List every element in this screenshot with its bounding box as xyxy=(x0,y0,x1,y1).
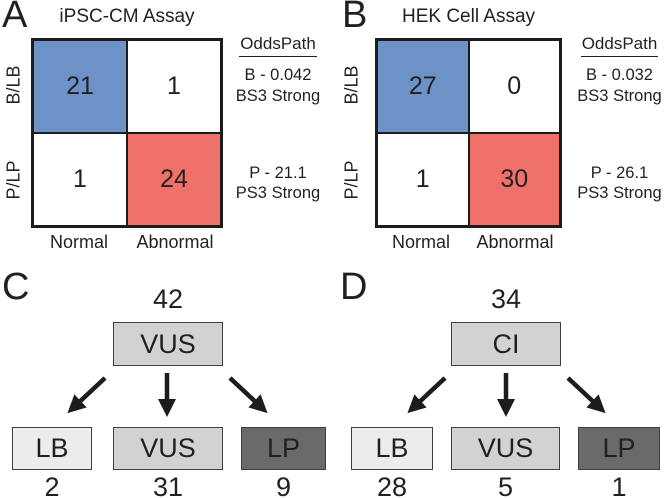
panel-c-outcome-box-lb: LB xyxy=(12,427,92,470)
panel-b-benign-value: B - 0.032 xyxy=(586,66,653,85)
panel-d-total-count: 34 xyxy=(490,284,522,314)
matrix-a-col-label-abnormal: Abnormal xyxy=(136,232,214,252)
panel-a-path-value: P - 21.1 xyxy=(249,163,307,182)
panel-b-oddspath: OddsPath B - 0.032 BS3 Strong P - 26.1 P… xyxy=(574,33,665,204)
panel-b-oddspath-pathogenic: P - 26.1 PS3 Strong xyxy=(574,163,665,204)
panel-a-oddspath-heading: OddsPath xyxy=(239,33,317,58)
matrix-a-cell-blb-normal: 21 xyxy=(33,40,127,133)
panel-c-arrows xyxy=(67,373,268,417)
panel-a-path-strength: PS3 Strong xyxy=(235,184,321,203)
panel-b: B HEK Cell Assay 27 0 1 30 B/LB P/LP Nor… xyxy=(332,0,665,252)
panel-b-letter: B xyxy=(342,0,368,36)
panel-d-count-lp: 1 xyxy=(611,472,627,498)
matrix-b-cell-blb-normal: 27 xyxy=(377,40,469,133)
panel-a-oddspath-benign: B - 0.042 BS3 Strong xyxy=(224,65,332,106)
matrix-b-row-label-blb: B/LB xyxy=(341,65,362,105)
panel-b-oddspath-benign: B - 0.032 BS3 Strong xyxy=(574,65,665,106)
panel-d-source-box: CI xyxy=(451,322,561,366)
panel-c-source-box: VUS xyxy=(113,322,223,366)
panel-a-benign-value: B - 0.042 xyxy=(244,66,312,85)
panel-d-arrows xyxy=(407,373,606,417)
panel-b-title: HEK Cell Assay xyxy=(401,6,536,27)
matrix-b-cell-plp-abnormal: 30 xyxy=(468,133,560,226)
panel-b-path-value: P - 26.1 xyxy=(590,163,649,182)
matrix-b-cell-blb-abnormal: 0 xyxy=(468,40,560,133)
panel-a: A iPSC-CM Assay 21 1 1 24 B/LB P/LP Norm… xyxy=(0,0,332,252)
panel-c-count-vus: 31 xyxy=(152,472,184,498)
panel-d-count-lb: 28 xyxy=(376,472,408,498)
panel-d-letter: D xyxy=(340,266,368,308)
panel-b-oddspath-heading: OddsPath xyxy=(580,33,659,58)
arrow-down-left-icon xyxy=(407,376,447,414)
panel-c-outcome-box-vus: VUS xyxy=(113,427,223,470)
panel-d-outcome-box-vus: VUS xyxy=(451,427,560,470)
arrow-down-right-icon xyxy=(566,376,606,414)
matrix-a-col-label-normal: Normal xyxy=(49,232,109,252)
panel-c-count-lb: 2 xyxy=(44,472,60,498)
panel-c-letter: C xyxy=(2,266,30,308)
panel-a-confusion-matrix: 21 1 1 24 xyxy=(31,38,223,228)
panel-a-title: iPSC-CM Assay xyxy=(59,6,195,27)
panel-d-outcome-box-lb: LB xyxy=(351,427,433,470)
matrix-b-col-label-normal: Normal xyxy=(391,232,451,252)
panel-c: C 42 VUS LB VUS LP 2 31 9 xyxy=(0,250,332,498)
panel-d: D 34 CI LB VUS LP 28 5 1 xyxy=(332,250,665,498)
matrix-a-cell-plp-abnormal: 24 xyxy=(127,133,221,226)
panel-a-oddspath: OddsPath B - 0.042 BS3 Strong P - 21.1 P… xyxy=(224,33,332,204)
panel-c-outcome-box-lp: LP xyxy=(241,427,326,470)
panel-a-benign-strength: BS3 Strong xyxy=(235,86,321,105)
panel-d-count-vus: 5 xyxy=(497,472,514,498)
matrix-b-col-label-abnormal: Abnormal xyxy=(476,232,554,252)
arrow-down-right-icon xyxy=(228,376,268,414)
matrix-a-row-label-plp: P/LP xyxy=(3,160,24,200)
panel-b-path-strength: PS3 Strong xyxy=(577,184,662,203)
matrix-b-cell-plp-normal: 1 xyxy=(377,133,469,226)
panel-b-benign-strength: BS3 Strong xyxy=(577,86,662,105)
panel-d-outcome-box-lp: LP xyxy=(578,427,660,470)
panel-a-letter: A xyxy=(2,0,28,36)
panel-c-total-count: 42 xyxy=(152,284,184,314)
matrix-b-row-label-plp: P/LP xyxy=(341,160,362,200)
panel-c-count-lp: 9 xyxy=(275,472,292,498)
matrix-a-cell-plp-normal: 1 xyxy=(33,133,127,226)
panel-b-confusion-matrix: 27 0 1 30 xyxy=(375,38,562,228)
panel-a-oddspath-pathogenic: P - 21.1 PS3 Strong xyxy=(224,163,332,204)
matrix-a-row-label-blb: B/LB xyxy=(3,65,24,105)
arrow-down-left-icon xyxy=(67,376,107,414)
matrix-a-cell-blb-abnormal: 1 xyxy=(127,40,221,133)
